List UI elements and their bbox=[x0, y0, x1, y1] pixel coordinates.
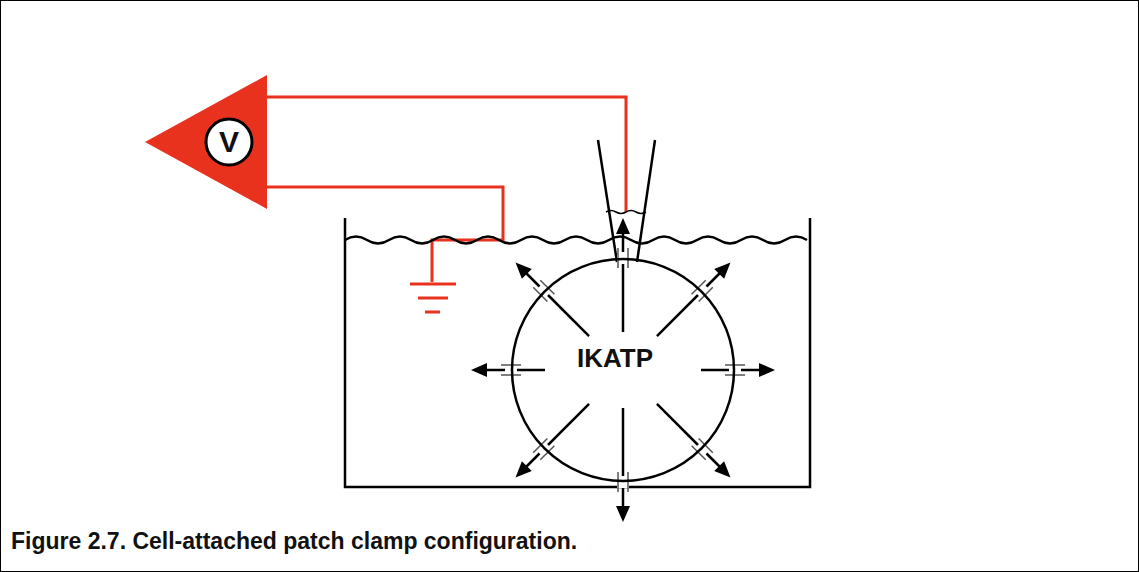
current-arrow bbox=[622, 230, 625, 332]
current-arrow bbox=[622, 408, 625, 510]
arrow-head bbox=[714, 461, 730, 477]
cell: IKATP bbox=[511, 258, 735, 482]
amplifier-triangle bbox=[145, 75, 267, 209]
electrode-wire bbox=[250, 97, 626, 212]
pipette bbox=[598, 140, 655, 262]
ground-symbol bbox=[418, 297, 448, 300]
ground-wire bbox=[250, 187, 503, 282]
arrow-head bbox=[714, 263, 730, 279]
arrow-head bbox=[759, 363, 775, 377]
arrow-head bbox=[471, 363, 487, 377]
arrow-head bbox=[616, 506, 630, 522]
bath-chamber bbox=[345, 218, 810, 487]
voltmeter-label: V bbox=[219, 125, 239, 159]
current-label: IKATP bbox=[574, 343, 656, 374]
cell-membrane bbox=[512, 259, 734, 481]
bath-surface bbox=[345, 237, 807, 244]
figure-caption: Figure 2.7. Cell-attached patch clamp co… bbox=[11, 528, 577, 555]
amplifier: V bbox=[145, 75, 267, 209]
amp-outline bbox=[145, 75, 267, 209]
voltmeter-circle bbox=[206, 119, 252, 165]
arrow-head bbox=[516, 461, 532, 477]
pipette-solution bbox=[606, 211, 646, 214]
ground-symbol bbox=[425, 311, 440, 314]
arrow-head bbox=[516, 263, 532, 279]
ground-symbol bbox=[410, 283, 456, 286]
arrow-head bbox=[616, 218, 630, 234]
